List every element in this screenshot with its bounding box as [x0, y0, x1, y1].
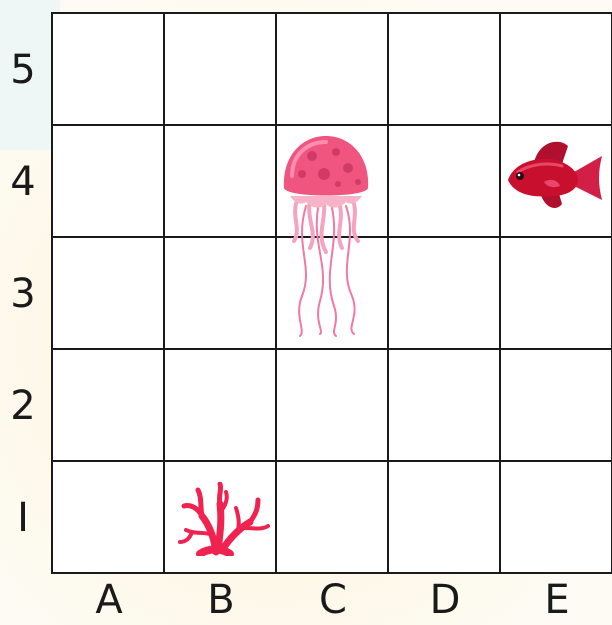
cell-B2[interactable] [165, 350, 277, 462]
cell-A5[interactable] [53, 14, 165, 126]
row-label-1: I [0, 462, 46, 574]
col-label-D: D [389, 574, 501, 625]
cell-D2[interactable] [389, 350, 501, 462]
cell-A3[interactable] [53, 238, 165, 350]
coral-icon[interactable] [178, 482, 270, 556]
cell-A1[interactable] [53, 462, 165, 574]
row-label-5: 5 [0, 14, 46, 126]
cell-C1[interactable] [277, 462, 389, 574]
cell-C5[interactable] [277, 14, 389, 126]
row-label-3: 3 [0, 238, 46, 350]
row-label-4: 4 [0, 126, 46, 238]
cell-D4[interactable] [389, 126, 501, 238]
cell-B5[interactable] [165, 14, 277, 126]
cell-E2[interactable] [501, 350, 612, 462]
fish-icon[interactable] [504, 138, 604, 218]
cell-E3[interactable] [501, 238, 612, 350]
cell-C2[interactable] [277, 350, 389, 462]
col-label-B: B [165, 574, 277, 625]
col-label-E: E [501, 574, 612, 625]
cell-B3[interactable] [165, 238, 277, 350]
cell-A4[interactable] [53, 126, 165, 238]
cell-D1[interactable] [389, 462, 501, 574]
cell-A2[interactable] [53, 350, 165, 462]
col-label-A: A [53, 574, 165, 625]
cell-D5[interactable] [389, 14, 501, 126]
col-label-C: C [277, 574, 389, 625]
row-label-2: 2 [0, 350, 46, 462]
cell-E1[interactable] [501, 462, 612, 574]
cell-D3[interactable] [389, 238, 501, 350]
cell-E5[interactable] [501, 14, 612, 126]
cell-B4[interactable] [165, 126, 277, 238]
jellyfish-icon[interactable] [276, 136, 376, 341]
